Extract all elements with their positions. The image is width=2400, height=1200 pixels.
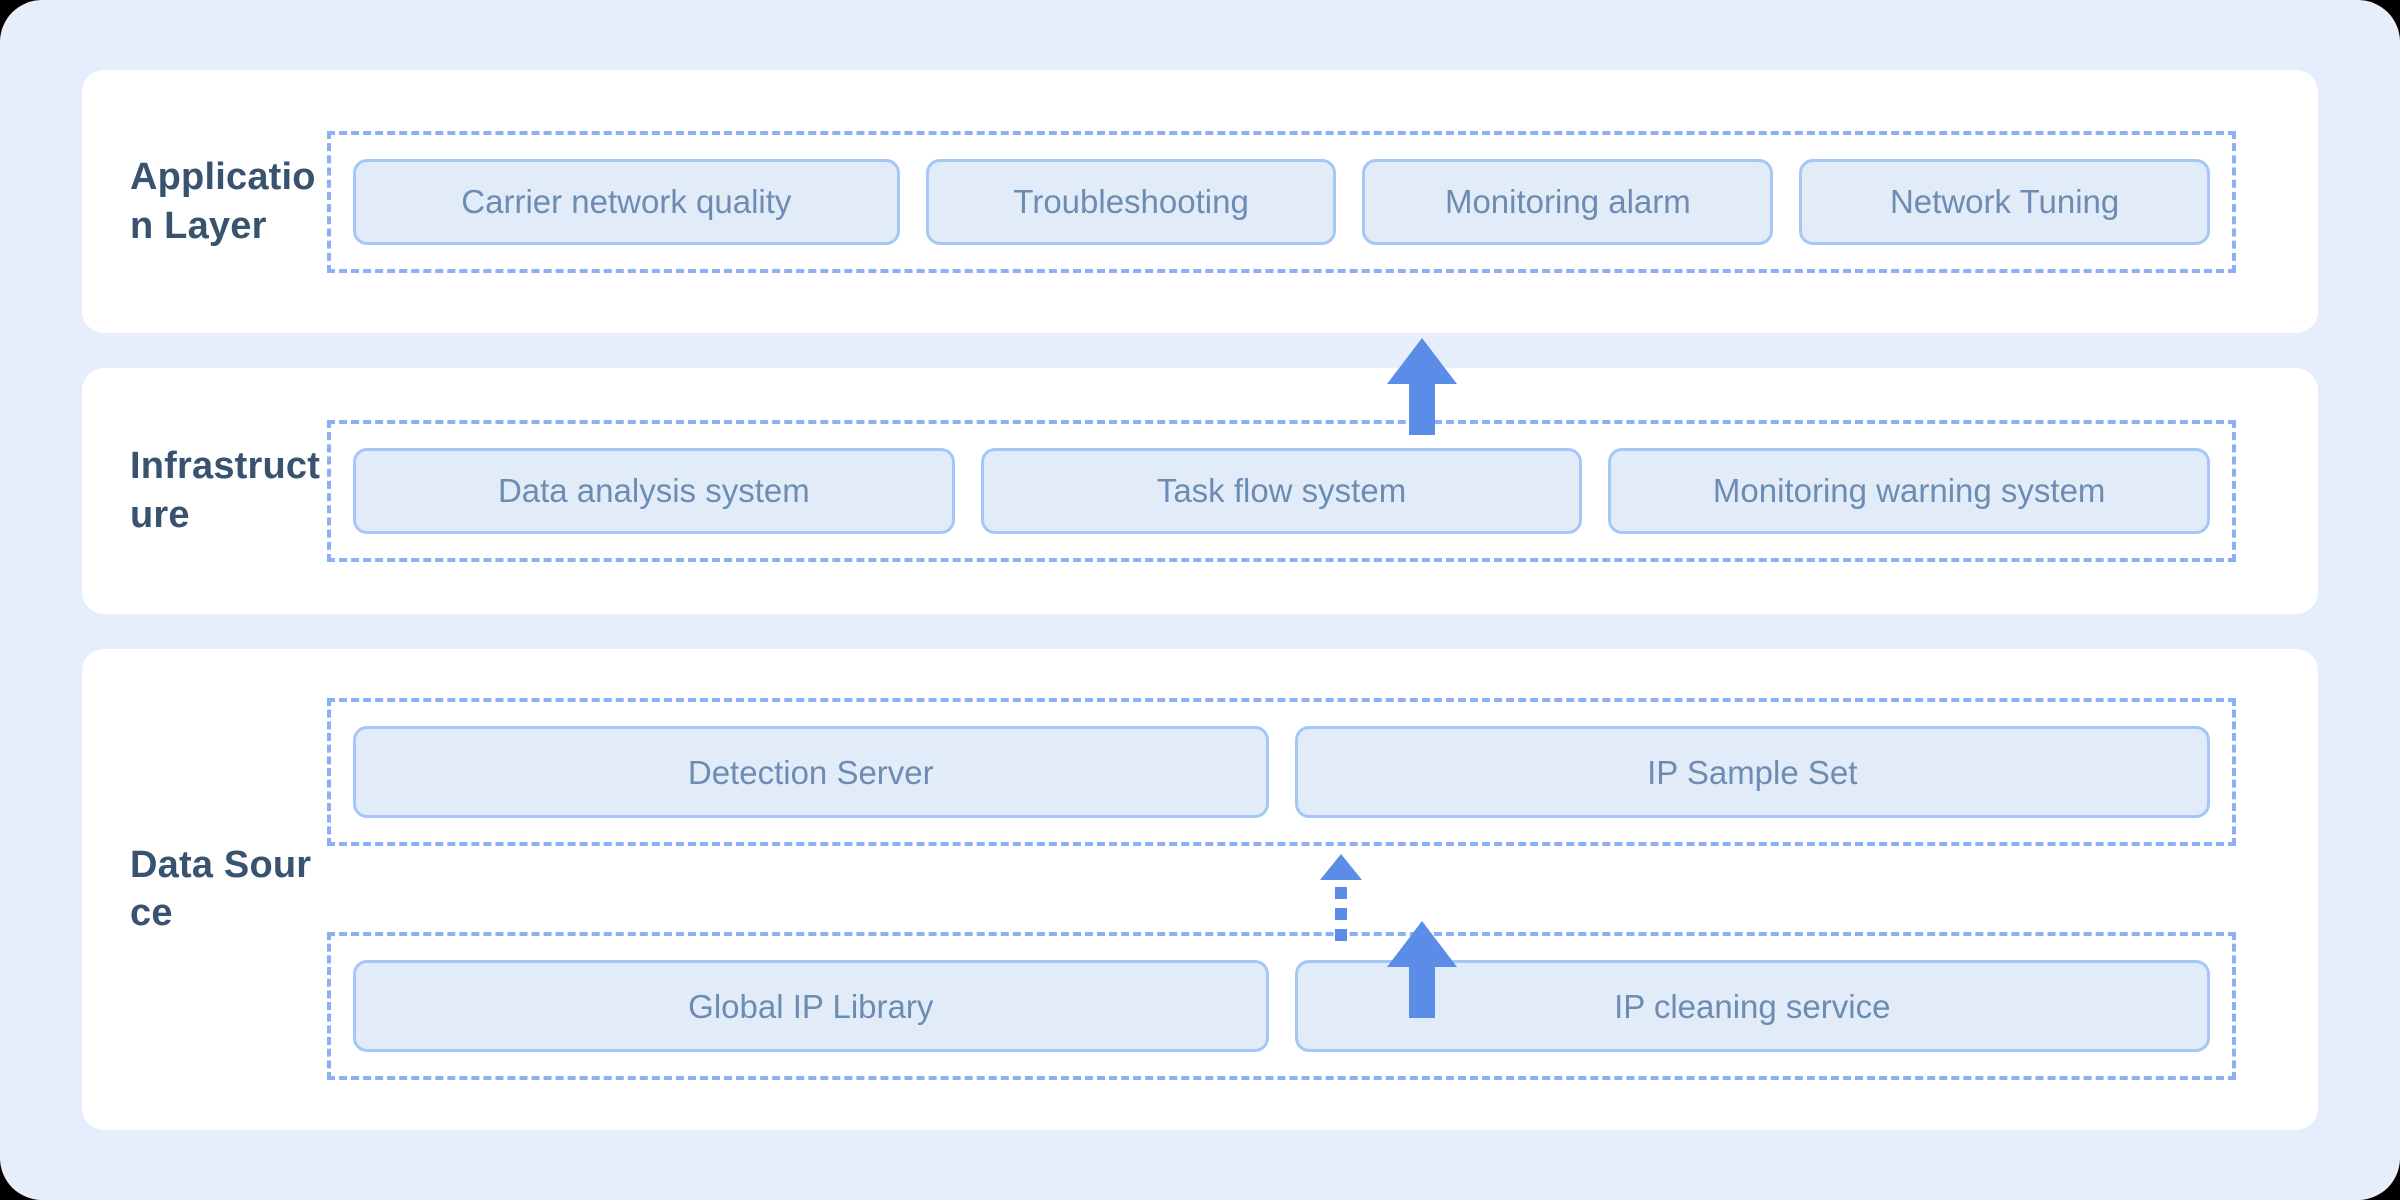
dashed-group-infrastructure: Data analysis system Task flow system Mo…	[327, 419, 2236, 562]
layer-body-infrastructure: Data analysis system Task flow system Mo…	[327, 368, 2318, 614]
node-data-analysis-system[interactable]: Data analysis system	[353, 447, 955, 534]
node-network-tuning[interactable]: Network Tuning	[1799, 158, 2210, 245]
layer-data-source: Data Source Detection Server IP Sample S…	[82, 648, 2318, 1130]
layer-infrastructure: Infrastructure Data analysis system Task…	[82, 368, 2318, 1019]
dashed-group-data-lower: Global IP Library IP cleaning service	[327, 932, 2236, 1081]
dashed-group-application: Carrier network quality Troubleshooting …	[327, 130, 2236, 273]
layer-label-text: Application Layer	[130, 155, 316, 247]
layer-body-data-source: Detection Server IP Sample Set Global IP…	[327, 649, 2318, 1130]
layer-body-application: Carrier network quality Troubleshooting …	[327, 70, 2318, 333]
node-detection-server[interactable]: Detection Server	[353, 726, 1269, 819]
layer-label-application: Application Layer	[82, 70, 327, 333]
node-ip-cleaning-service[interactable]: IP cleaning service	[1294, 960, 2210, 1053]
node-global-ip-library[interactable]: Global IP Library	[353, 960, 1269, 1053]
node-troubleshooting[interactable]: Troubleshooting	[925, 158, 1337, 245]
arrow-up-dotted-icon	[1305, 854, 1375, 942]
layer-label-data-source: Data Source	[82, 649, 327, 1130]
layer-application: Application Layer Carrier network qualit…	[82, 70, 2318, 435]
node-task-flow-system[interactable]: Task flow system	[980, 447, 1583, 534]
layer-label-text: Infrastructure	[130, 445, 321, 536]
arrow-library-to-detection	[1305, 854, 1375, 942]
layer-label-infrastructure: Infrastructure	[82, 368, 327, 614]
arrow-head	[1320, 854, 1362, 881]
arrow-dotted-shaft	[1335, 887, 1347, 942]
layer-label-text: Data Source	[130, 843, 312, 935]
node-carrier-network-quality[interactable]: Carrier network quality	[353, 158, 900, 245]
node-monitoring-alarm[interactable]: Monitoring alarm	[1362, 158, 1774, 245]
node-ip-sample-set[interactable]: IP Sample Set	[1294, 726, 2210, 819]
dashed-group-data-upper: Detection Server IP Sample Set	[327, 698, 2236, 847]
node-monitoring-warning-system[interactable]: Monitoring warning system	[1608, 447, 2211, 534]
data-group-spacer	[327, 846, 2236, 932]
